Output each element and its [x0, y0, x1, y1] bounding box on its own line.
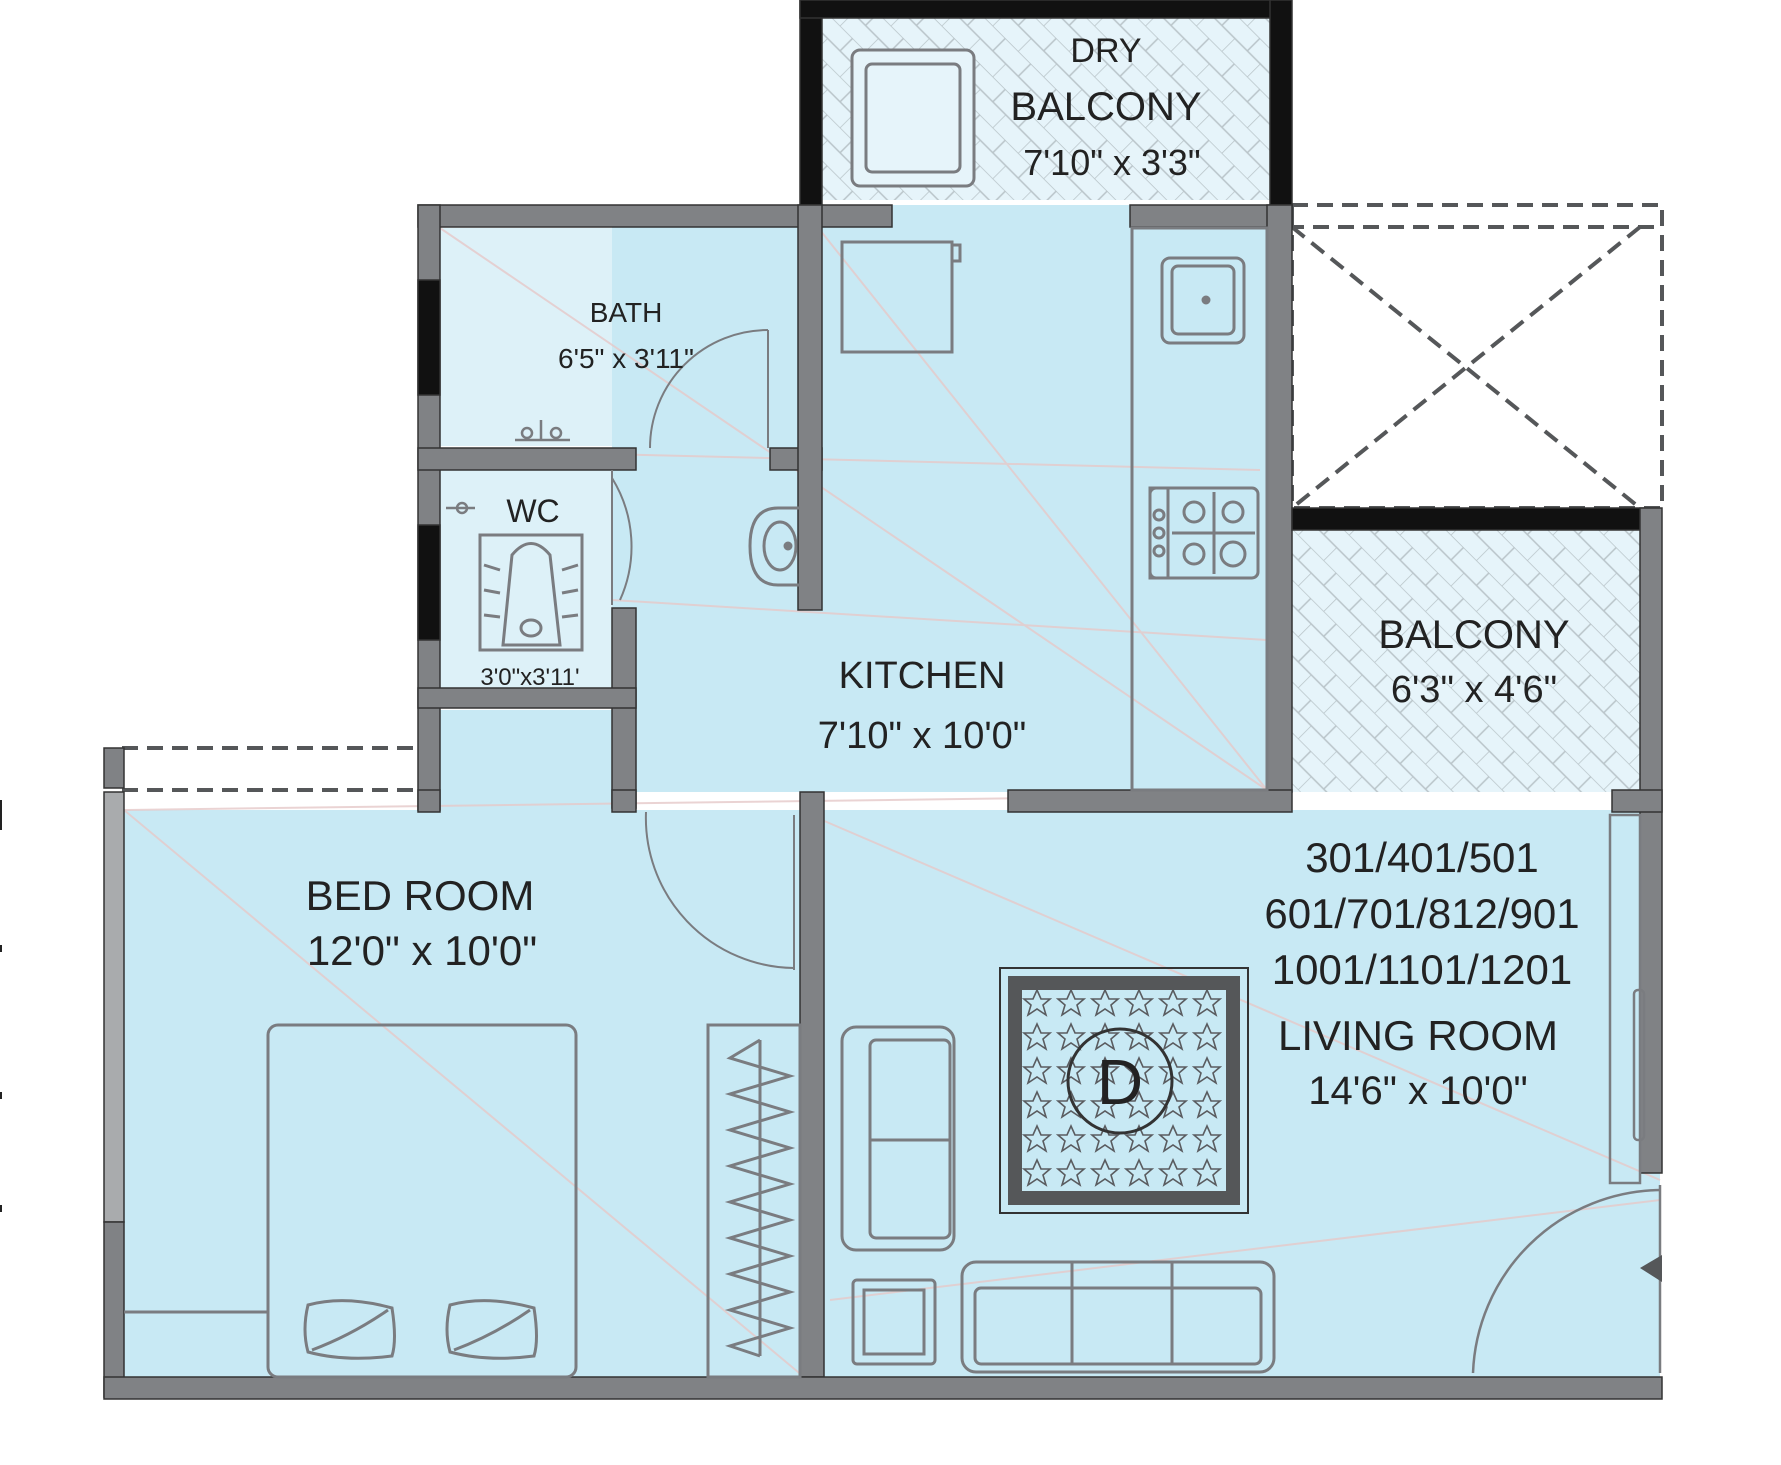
kitchen-counter [1130, 226, 1269, 792]
walls [103, 0, 1663, 1400]
kitchen-size: 7'10" x 10'0" [818, 715, 1026, 757]
wash-basin-icon [748, 506, 800, 587]
gas-stove-icon [1148, 486, 1260, 580]
dry-balcony-wall-top [799, 0, 1291, 19]
balcony-floor [1292, 530, 1642, 792]
unit-numbers-line1: 301/401/501 [1305, 834, 1539, 881]
main-door-icon [1471, 1185, 1662, 1374]
living-room-size: 14'6" x 10'0" [1308, 1069, 1527, 1113]
washing-machine-icon [850, 48, 976, 188]
unit-numbers-line3: 1001/1101/1201 [1272, 946, 1573, 993]
side-table-icon [851, 1278, 937, 1366]
wc-size: 3'0"x3'11' [480, 664, 579, 691]
rug-mark: D [1097, 1046, 1143, 1118]
kitchen-name: KITCHEN [839, 655, 1006, 697]
kitchen-floor [612, 205, 1267, 792]
bedroom-name: BED ROOM [306, 872, 535, 919]
bath-name: BATH [590, 297, 663, 328]
bedroom-size: 12'0" x 10'0" [307, 927, 537, 974]
bedroom-door-icon [644, 811, 795, 970]
room-labels: DRY BALCONY 7'10" x 3'3" BATH 6'5" x 3'1… [306, 32, 1580, 1113]
dry-balcony-name-2: BALCONY [1010, 85, 1201, 129]
wc-tap-icon [446, 501, 475, 515]
double-bed-icon [124, 1023, 578, 1379]
balcony-wall-top [1291, 507, 1645, 531]
fridge-icon [840, 240, 962, 354]
three-seat-sofa-icon [960, 1260, 1276, 1374]
dry-balcony-name-1: DRY [1070, 32, 1141, 70]
shower-tap-icon [515, 420, 570, 442]
bath-door-icon [649, 329, 769, 449]
unit-numbers-line2: 601/701/812/901 [1264, 890, 1579, 937]
living-room-name: LIVING ROOM [1278, 1012, 1558, 1059]
fixtures [124, 48, 1662, 1379]
balcony-door-icon [1608, 813, 1646, 1185]
kitchen-sink-icon [1160, 256, 1246, 345]
passage-floor [440, 710, 612, 810]
dry-balcony-wall-left [799, 0, 823, 206]
wc-door-icon [611, 470, 633, 605]
dry-balcony-size: 7'10" x 3'3" [1023, 142, 1200, 183]
dry-balcony-wall-right [1269, 0, 1293, 206]
balcony-name: BALCONY [1378, 613, 1569, 657]
wc-name: WC [506, 493, 559, 529]
rug-icon: D [999, 967, 1249, 1214]
wardrobe-icon [706, 1023, 802, 1379]
sofa-icon [840, 1025, 956, 1252]
wc-pan-icon [478, 533, 584, 652]
bath-size: 6'5" x 3'11" [558, 343, 694, 374]
balcony-size: 6'3" x 4'6" [1391, 669, 1557, 711]
